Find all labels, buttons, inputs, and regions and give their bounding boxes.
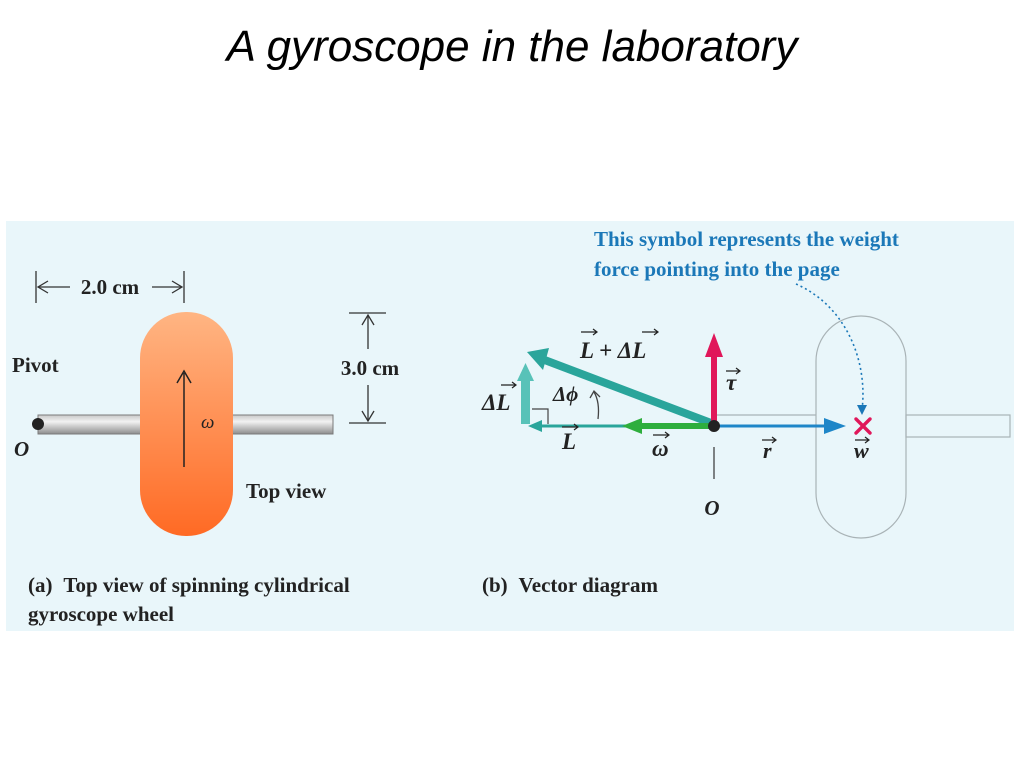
omega-arrow: [176, 369, 192, 467]
delta-phi-arc-head: [589, 389, 601, 399]
panel-b: O: [481, 227, 1011, 597]
pivot-label: Pivot: [12, 353, 59, 377]
callout-line1: This symbol represents the weight: [594, 227, 899, 251]
gyroscope-wheel: [140, 312, 233, 536]
caption-a-text1: Top view of spinning cylindrical: [63, 573, 349, 597]
figure-panel: 2.0 cm ω 3.0 cm Pivot O Top view (a) Top: [6, 221, 1014, 631]
height-dimension: [349, 312, 386, 424]
dL-text: ΔL: [481, 390, 510, 415]
delta-phi-arc: [593, 391, 600, 420]
origin-label-b: O: [704, 496, 719, 520]
omega-label: ω: [201, 412, 214, 433]
r-vector: [716, 418, 846, 434]
axle-outline-right: [905, 414, 1011, 438]
caption-b: (b) Vector diagram: [482, 573, 658, 597]
w-text: w: [854, 438, 869, 463]
label-L: L: [561, 423, 579, 454]
torque-vector: [705, 333, 723, 421]
r-text: r: [763, 438, 772, 463]
label-w: w: [854, 436, 870, 463]
weight-into-page-icon: [854, 417, 872, 435]
height-dimension-label: 3.0 cm: [341, 356, 400, 380]
width-dimension-label: 2.0 cm: [81, 275, 140, 299]
L-plus-dL-vector: [527, 348, 713, 427]
callout-line2: force pointing into the page: [594, 257, 840, 281]
tau-text: τ: [726, 370, 737, 395]
L-plus-dL-text: L + ΔL: [579, 338, 646, 363]
dphi-label: Δϕ: [552, 382, 578, 406]
width-dimension: [35, 271, 185, 303]
pivot-point: [32, 418, 44, 430]
figure-svg: 2.0 cm ω 3.0 cm Pivot O Top view (a) Top: [6, 221, 1014, 631]
label-L-plus-dL: L + ΔL: [579, 328, 659, 363]
origin-label-a: O: [14, 437, 29, 461]
dL-vector: [517, 363, 534, 424]
label-dL: ΔL: [481, 381, 517, 415]
caption-b-text: Vector diagram: [519, 573, 659, 597]
omega-b-text: ω: [652, 436, 669, 461]
callout-leader-head: [857, 405, 867, 415]
caption-b-tag: (b): [482, 573, 508, 597]
omega-vector: [622, 418, 710, 434]
panel-a: 2.0 cm ω 3.0 cm Pivot O Top view (a) Top: [12, 271, 400, 626]
slide-title: A gyroscope in the laboratory: [226, 22, 798, 71]
top-view-label: Top view: [246, 479, 327, 503]
caption-a-line1: (a) Top view of spinning cylindrical: [28, 573, 350, 597]
right-angle-marker: [532, 408, 549, 424]
origin-dot: [708, 420, 720, 432]
L-text: L: [561, 429, 576, 454]
label-omega-b: ω: [652, 431, 670, 461]
label-tau: τ: [726, 367, 741, 395]
label-r: r: [762, 436, 777, 463]
caption-a-line2: gyroscope wheel: [28, 602, 174, 626]
caption-a-tag: (a): [28, 573, 53, 597]
